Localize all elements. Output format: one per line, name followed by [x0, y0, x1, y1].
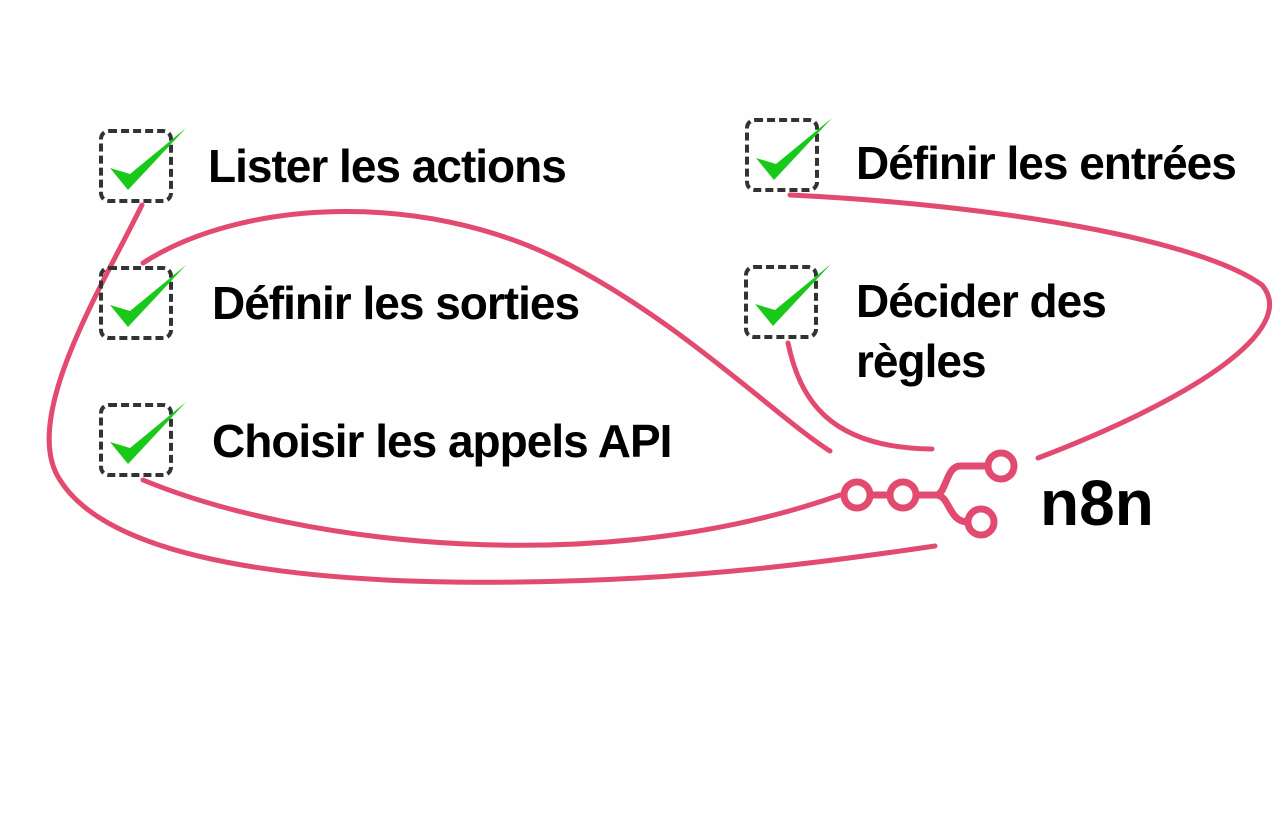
- n8n-logo-icon: [840, 449, 1018, 539]
- checkbox[interactable]: [99, 129, 173, 203]
- checkmark-icon: [110, 128, 186, 190]
- checkbox[interactable]: [744, 265, 818, 339]
- item-label: Lister les actions: [208, 140, 567, 192]
- checkbox[interactable]: [99, 403, 173, 477]
- checkmark-icon: [110, 402, 186, 464]
- item-label: Définir les sorties: [212, 277, 580, 329]
- checkbox[interactable]: [745, 118, 819, 192]
- item-label: Choisir les appels API: [212, 415, 672, 467]
- item-label: Définir les entrées: [856, 137, 1237, 189]
- item-label-line1: Décider des: [856, 275, 1107, 327]
- item-label-line2: règles: [856, 335, 987, 387]
- checkmark-icon: [755, 264, 831, 326]
- checkbox[interactable]: [99, 266, 173, 340]
- checkmark-icon: [110, 265, 186, 327]
- n8n-label: n8n: [1040, 467, 1154, 539]
- checkmark-icon: [756, 118, 832, 180]
